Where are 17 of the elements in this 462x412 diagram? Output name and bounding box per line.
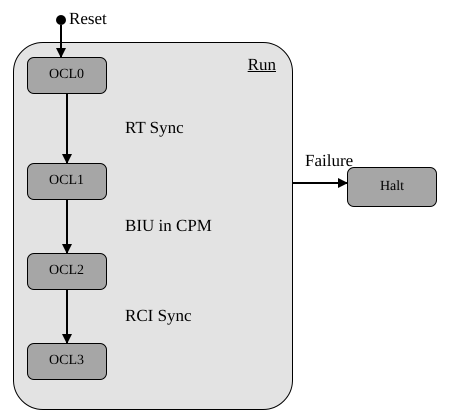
arrow (293, 178, 348, 188)
container-title: Run (248, 55, 276, 75)
state-box: OCL2 (26, 252, 106, 290)
state-box: OCL3 (26, 342, 106, 380)
state-box: OCL0 (26, 56, 106, 94)
arrow (62, 200, 72, 254)
start-dot (56, 15, 66, 25)
arrow (56, 25, 66, 58)
edge-label: RT Sync (125, 118, 184, 138)
state-container (13, 42, 293, 410)
arrow (62, 290, 72, 344)
arrow (62, 94, 72, 164)
state-box: Halt (347, 167, 437, 207)
edge-label: BIU in CPM (125, 216, 212, 236)
node-caption: Reset (69, 9, 107, 29)
edge-label: RCI Sync (125, 306, 192, 326)
state-box: OCL1 (26, 162, 106, 200)
